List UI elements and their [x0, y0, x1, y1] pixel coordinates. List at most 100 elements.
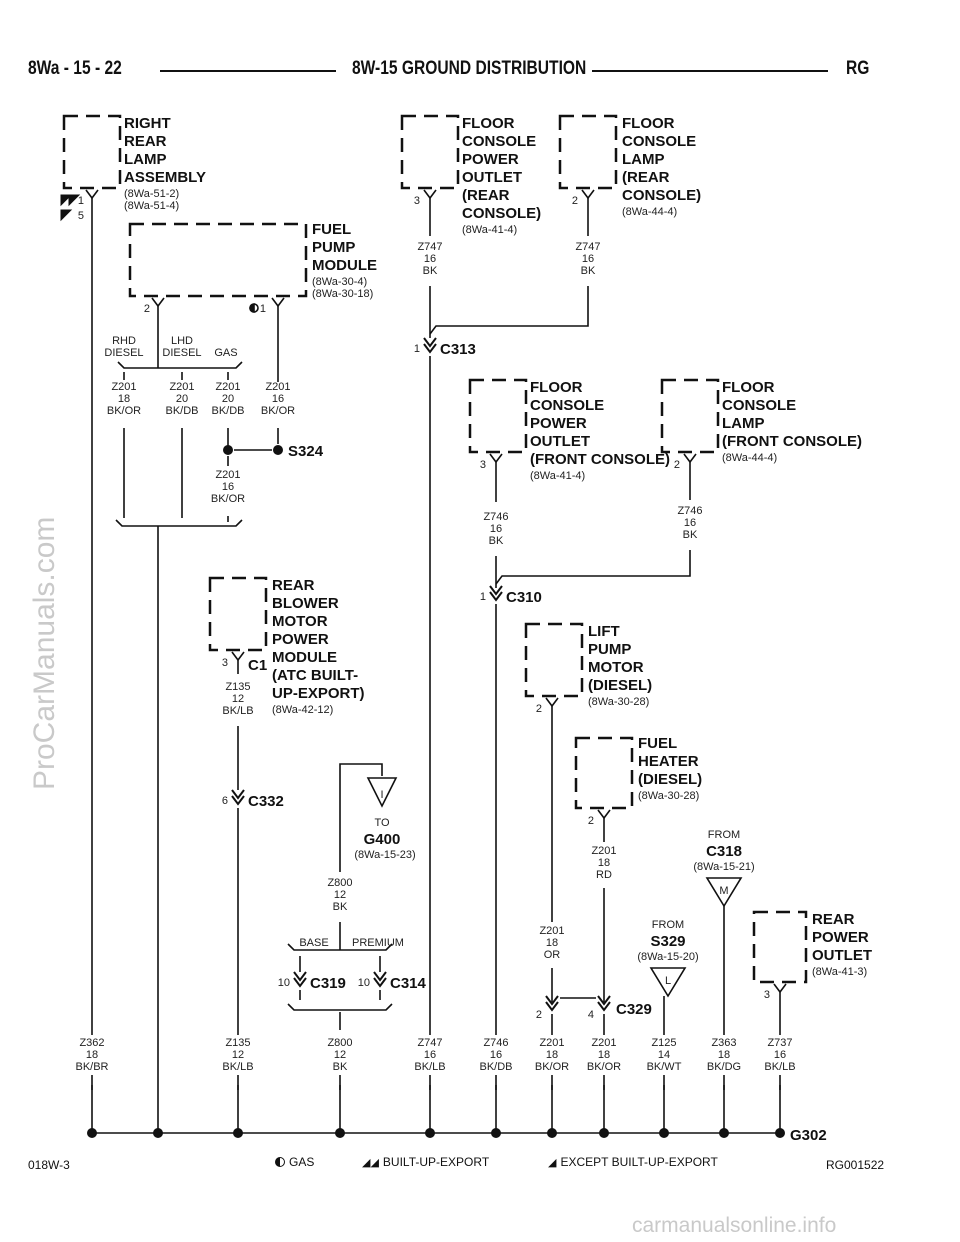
box-rear-power-outlet — [752, 910, 808, 984]
box-rear-blower-module — [208, 576, 268, 652]
connector-c329-a — [545, 1001, 559, 1012]
component-name-fc_lamp_front: LAMP — [722, 415, 765, 432]
except-built-up-export-icon — [60, 209, 73, 222]
wire-label-z746-bottom: Z746 — [483, 1037, 508, 1049]
wire-label-z363: BK/DG — [707, 1061, 741, 1073]
gas-symbol-icon — [275, 1157, 285, 1167]
wire-label-z201-bottom-a: Z201 — [539, 1037, 564, 1049]
connector-c329-a — [545, 995, 559, 1006]
wire-label-z201-bottom-a: 18 — [546, 1049, 558, 1061]
pin-fuel-pump-1 — [271, 297, 285, 308]
pin-fuel-heater — [597, 809, 611, 820]
wire-label-z201-heater: RD — [596, 869, 612, 881]
component-name-fuel_heater: FUEL — [638, 735, 677, 752]
header-rule-right — [592, 70, 828, 72]
wire-label-z747-bottom: BK/LB — [414, 1061, 445, 1073]
offpage-g400-to: TO — [374, 817, 390, 829]
variant-bracket-lower — [115, 519, 243, 527]
wire-label-z201-lhd: 20 — [176, 393, 188, 405]
wire-label-z201-s324: BK/OR — [211, 493, 245, 505]
wire-label-z362: Z362 — [79, 1037, 104, 1049]
component-name-fc_lamp_rear: (REAR — [622, 169, 670, 186]
variant-rhd: RHD — [112, 335, 136, 347]
wire-label-z747-bottom: Z747 — [417, 1037, 442, 1049]
wire-label-z800-upper: 12 — [334, 889, 346, 901]
component-ref-fuel_pump: (8Wa-30-4) — [312, 276, 367, 288]
legend-except-label: EXCEPT BUILT-UP-EXPORT — [560, 1155, 718, 1169]
pin-number-fc-power-front: 3 — [480, 459, 486, 471]
component-name-rr_lamp: REAR — [124, 133, 167, 150]
wire-label-z747-rear-power: Z747 — [417, 241, 442, 253]
legend-except-built-up-export: ◢ EXCEPT BUILT-UP-EXPORT — [548, 1155, 718, 1169]
wire-label-z201-rhd: 18 — [118, 393, 130, 405]
wire-label-z135-bottom: 12 — [232, 1049, 244, 1061]
component-name-rear_power: REAR — [812, 911, 855, 928]
connector-c310-pin: 1 — [480, 591, 486, 603]
legend-gas-label: GAS — [289, 1155, 315, 1169]
connector-c332-label: C332 — [248, 793, 284, 810]
offpage-g400-ref: (8Wa-15-23) — [354, 849, 415, 861]
component-ref-fuel_heater: (8Wa-30-28) — [638, 790, 699, 802]
wire-label-z201-heater: 18 — [598, 857, 610, 869]
variant-lhd: LHD — [171, 335, 193, 347]
connector-c313-pin: 1 — [414, 343, 420, 355]
component-name-fc_lamp_front: FLOOR — [722, 379, 775, 396]
pin-number-fuel-pump-1: 1 — [260, 303, 266, 315]
ground-splice-dot — [547, 1128, 557, 1138]
offpage-g400-triangle — [366, 777, 398, 808]
ground-splice-dot — [335, 1128, 345, 1138]
wire-label-z201-bottom-b: 18 — [598, 1049, 610, 1061]
wire-label-z135-upper: BK/LB — [222, 705, 253, 717]
wire-label-z201-s324: 16 — [222, 481, 234, 493]
component-name-fc_power_rear: POWER — [462, 151, 519, 168]
wire-label-z201-s324: Z201 — [215, 469, 240, 481]
variant-premium: PREMIUM — [352, 937, 404, 949]
pin-number-rr-lamp-5: 5 — [78, 210, 84, 222]
wire-label-z135-upper: Z135 — [225, 681, 250, 693]
component-name-fc_power_rear: (REAR — [462, 187, 510, 204]
component-ref-rr_lamp: (8Wa-51-2) — [124, 188, 179, 200]
pin-fuel-pump-2 — [151, 297, 165, 308]
component-name-fc_power_front: (FRONT CONSOLE) — [530, 451, 670, 468]
pin-rear-power-outlet — [773, 983, 787, 994]
component-name-fc_lamp_rear: FLOOR — [622, 115, 675, 132]
wire-label-z125: BK/WT — [647, 1061, 682, 1073]
component-name-rear_blower: (ATC BUILT- — [272, 667, 358, 684]
wire-z747-rear-lamp-join — [429, 286, 589, 335]
watermark-bottom: carmanualsonline.info — [632, 1214, 837, 1237]
legend-built-up-export: ◢◢ BUILT-UP-EXPORT — [362, 1155, 489, 1169]
connector-c329-b — [597, 995, 611, 1006]
wire-label-z201-pump1: Z201 — [265, 381, 290, 393]
wire-label-z362: BK/BR — [75, 1061, 108, 1073]
component-ref-rear_blower: (8Wa-42-12) — [272, 704, 333, 716]
wire-label-z746-front-lamp: 16 — [684, 517, 696, 529]
wire-label-z800-bottom: Z800 — [327, 1037, 352, 1049]
wire-label-z363: Z363 — [711, 1037, 736, 1049]
splice-s324 — [273, 445, 283, 455]
component-name-rear_blower: MOTOR — [272, 613, 328, 630]
box-fuel-heater — [574, 736, 634, 810]
box-floor-console-lamp-front — [660, 378, 720, 454]
wire-label-z201-lhd: Z201 — [169, 381, 194, 393]
box-fuel-pump-module — [128, 222, 308, 298]
component-name-lift_pump: MOTOR — [588, 659, 644, 676]
component-name-fc_lamp_rear: CONSOLE — [622, 133, 696, 150]
component-name-fc_lamp_rear: CONSOLE) — [622, 187, 701, 204]
pin-number-rear-blower: 3 — [222, 657, 228, 669]
ground-splice-dot — [599, 1128, 609, 1138]
wire-label-z201-rhd: Z201 — [111, 381, 136, 393]
component-ref-fc_power_front: (8Wa-41-4) — [530, 470, 585, 482]
ground-splice-dot — [775, 1128, 785, 1138]
ground-splice-dot — [233, 1128, 243, 1138]
component-name-rear_blower: POWER — [272, 631, 329, 648]
connector-c313 — [423, 343, 437, 354]
component-name-fc_lamp_front: CONSOLE — [722, 397, 796, 414]
pin-number-rr-lamp-1: 1 — [78, 195, 84, 207]
component-name-rear_blower: UP-EXPORT) — [272, 685, 365, 702]
connector-c329-b — [597, 1001, 611, 1012]
box-lift-pump-motor — [524, 622, 584, 698]
figure-code: 018W-3 — [28, 1158, 70, 1172]
wire-label-z800-upper: BK — [333, 901, 348, 913]
connector-c332 — [231, 789, 245, 800]
splice-s324-label: S324 — [288, 443, 324, 460]
